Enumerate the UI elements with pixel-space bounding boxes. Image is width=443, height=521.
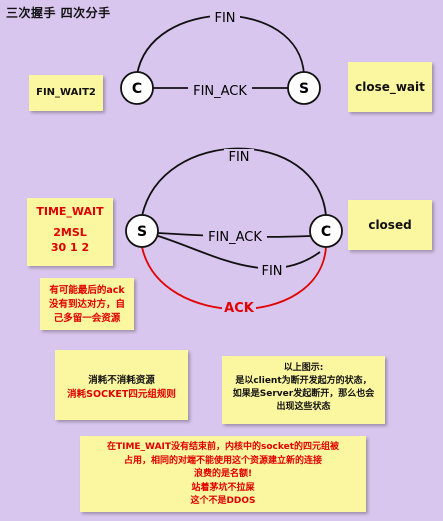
closed-text: closed: [368, 218, 412, 232]
server-node-top: [287, 71, 321, 105]
ack-loss-line-1: 有可能最后的ack: [49, 285, 125, 296]
fin-wait2-note: FIN_WAIT2: [29, 75, 103, 111]
client-label-top: C: [132, 81, 142, 97]
close-wait-note: close_wait: [348, 62, 432, 112]
fin-label-top: FIN: [214, 11, 235, 26]
fin-back-label-bg: [258, 263, 286, 277]
fin-ack-label-bottom: FIN_ACK: [208, 230, 262, 245]
fin-back-curve: [157, 235, 321, 270]
client-node-top: [120, 71, 154, 105]
client-node-bottom: [309, 214, 343, 248]
consume-line-1: 消耗不消耗资源: [88, 375, 155, 386]
ack-label: ACK: [224, 301, 255, 316]
fin-arc-bottom: [141, 147, 327, 217]
server-label-bottom: S: [137, 224, 147, 240]
figure-explain-note: 以上图示: 是以client为断开发起方的状态， 如果是Server发起断开，那…: [222, 356, 385, 424]
fin-back-label: FIN: [261, 264, 282, 279]
consume-line-2: 消耗SOCKET四元组规则: [67, 389, 176, 400]
fin-label-bg-top: [210, 10, 240, 24]
fin-ack-label-bg-top: [188, 83, 252, 97]
page-title: 三次握手 四次分手: [6, 6, 111, 20]
bottom-line-5: 这个不是DDOS: [190, 496, 256, 506]
explain-line-1: 以上图示:: [283, 363, 324, 373]
explain-line-3: 如果是Server发起断开，那么也会: [232, 389, 375, 399]
resource-consume-note: 消耗不消耗资源 消耗SOCKET四元组规则: [55, 350, 188, 420]
time-wait-values: 30 1 2: [50, 241, 90, 254]
fin-label-bg-bottom: [224, 149, 254, 163]
bottom-line-1: 在TIME_WAIT没有结束前，内核中的socket的四元组被: [106, 442, 340, 452]
time-wait-note: TIME_WAIT 2MSL 30 1 2: [27, 198, 113, 266]
closed-note: closed: [348, 200, 432, 250]
ack-arc-bottom: [141, 246, 327, 310]
server-label-top: S: [299, 81, 309, 97]
server-node-bottom: [125, 214, 159, 248]
fin-ack-label-bg-bottom: [203, 229, 267, 243]
ack-loss-line-3: 己多留一会资源: [53, 313, 121, 324]
fin-wait2-text: FIN_WAIT2: [36, 87, 96, 98]
fin-ack-label-top: FIN_ACK: [193, 84, 247, 99]
close-wait-text: close_wait: [355, 80, 425, 94]
time-wait-explain-note: 在TIME_WAIT没有结束前，内核中的socket的四元组被 占用，相同的对端…: [80, 436, 366, 512]
bottom-line-3: 浪费的是名额!: [193, 469, 253, 479]
time-wait-msl: 2MSL: [53, 226, 87, 239]
ack-loss-line-2: 没有到达对方，自: [48, 299, 125, 310]
explain-line-2: 是以client为断开发起方的状态，: [235, 376, 372, 386]
bottom-line-2: 占用，相同的对端不能使用这个资源建立新的连接: [123, 455, 322, 466]
time-wait-title: TIME_WAIT: [36, 205, 104, 218]
ack-label-bg: [222, 300, 256, 314]
ack-loss-note: 有可能最后的ack 没有到达对方，自 己多留一会资源: [40, 278, 134, 330]
client-label-bottom: C: [321, 224, 331, 240]
fin-label-bottom: FIN: [228, 150, 249, 165]
explain-line-4: 出现这些状态: [276, 402, 331, 412]
bottom-line-4: 站着茅坑不拉屎: [191, 482, 255, 493]
